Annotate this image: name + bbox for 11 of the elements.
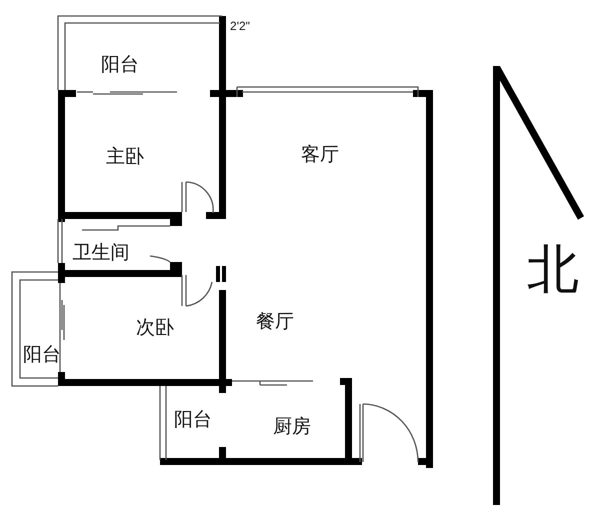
room-label: 客厅 — [301, 146, 339, 164]
direction-label: 北 — [527, 244, 579, 296]
room-label: 阳台 — [23, 346, 61, 364]
room-label: 卫生间 — [72, 244, 130, 262]
room-label: 主卧 — [106, 148, 144, 166]
dimension-label: 2'2" — [229, 19, 251, 33]
room-label: 阳台 — [174, 410, 212, 430]
room-label: 餐厅 — [256, 312, 294, 332]
room-label: 次卧 — [136, 318, 174, 338]
room-label: 阳台 — [101, 56, 139, 74]
room-label: 厨房 — [273, 418, 311, 436]
